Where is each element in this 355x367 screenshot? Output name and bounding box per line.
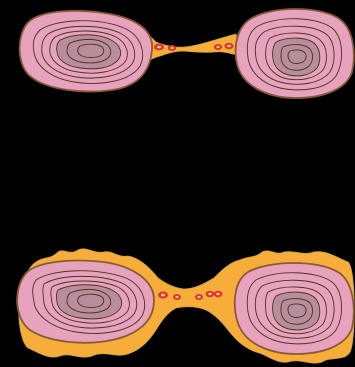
node-center	[157, 46, 161, 49]
node-center	[216, 46, 219, 48]
node-center	[175, 296, 178, 298]
right-cross-section	[236, 9, 354, 98]
right-cross-section	[235, 263, 354, 354]
node-center	[170, 47, 173, 49]
core	[56, 285, 121, 319]
node-center	[216, 293, 219, 295]
left-cross-section	[20, 11, 153, 92]
node-center	[197, 296, 200, 298]
left-cross-section	[17, 261, 154, 343]
node-center	[161, 294, 165, 297]
node-center	[227, 45, 231, 47]
node-center	[208, 293, 211, 295]
